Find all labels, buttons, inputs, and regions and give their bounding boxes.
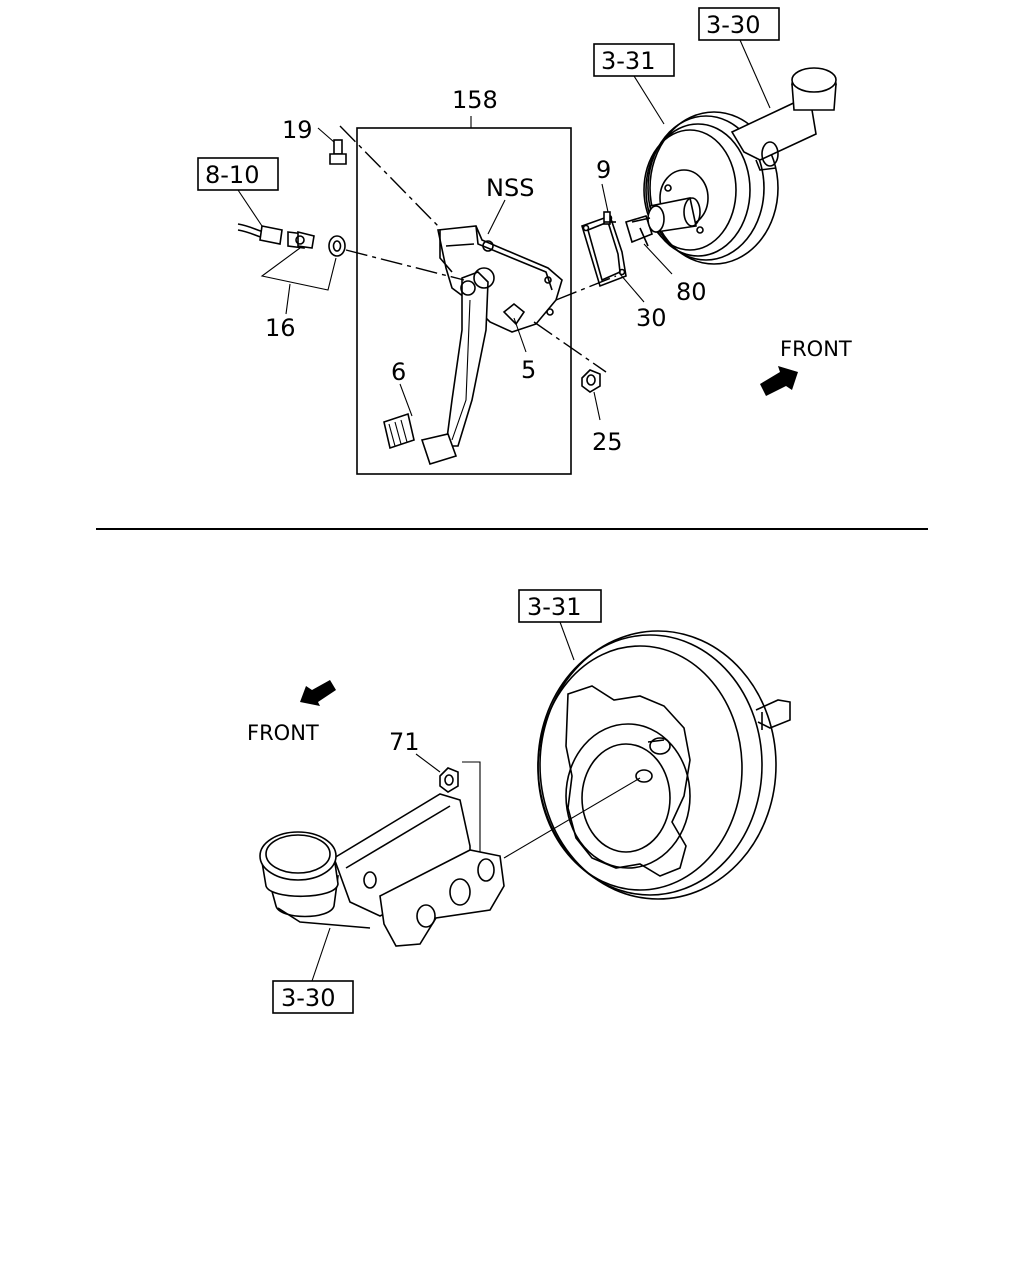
callout-30: 30 xyxy=(636,304,667,332)
callout-25: 25 xyxy=(592,428,623,456)
brake-pedal-arm xyxy=(445,267,495,447)
ref-box-top-3-30 xyxy=(698,7,780,41)
front-label-bottom: FRONT xyxy=(247,721,319,745)
ref-label-top-8-10: 8-10 xyxy=(205,161,259,189)
front-arrow-bottom-icon xyxy=(300,680,336,706)
callout-16: 16 xyxy=(265,314,296,342)
ref-label-top-3-31: 3-31 xyxy=(601,47,655,75)
switch-grommet xyxy=(328,235,346,257)
ref-label-top-3-30: 3-30 xyxy=(706,11,760,39)
front-arrow-top-icon xyxy=(760,366,798,396)
ref-box-top-3-31 xyxy=(593,43,675,77)
stopper-part xyxy=(502,302,526,326)
callout-19: 19 xyxy=(282,116,313,144)
callout-71: 71 xyxy=(389,728,420,756)
ref-label-bottom-3-30: 3-30 xyxy=(281,984,335,1012)
ref-label-bottom-3-31: 3-31 xyxy=(527,593,581,621)
pedal-assembly-frame xyxy=(356,127,572,475)
front-label-top: FRONT xyxy=(780,337,852,361)
pedal-foot xyxy=(420,433,458,465)
bolt-19 xyxy=(329,139,347,165)
ref-box-top-8-10 xyxy=(197,157,279,191)
master-cylinder-bottom xyxy=(259,793,505,947)
nut-25 xyxy=(581,369,601,393)
switch-harness xyxy=(237,223,283,245)
callout-nss: NSS xyxy=(486,174,534,202)
nut-71 xyxy=(439,767,459,793)
callout-158: 158 xyxy=(452,86,498,114)
clevis-pin-9 xyxy=(603,211,616,225)
ref-box-bottom-3-30 xyxy=(272,980,354,1014)
gasket-30 xyxy=(581,214,627,288)
brake-booster-bottom xyxy=(537,630,791,900)
pedal-bracket xyxy=(437,225,563,333)
pedal-pad-rubber xyxy=(383,412,415,450)
callout-5: 5 xyxy=(521,356,536,384)
callout-80: 80 xyxy=(676,278,707,306)
callout-6: 6 xyxy=(391,358,406,386)
callout-9: 9 xyxy=(596,156,611,184)
master-cylinder-top xyxy=(730,67,837,171)
stop-lamp-switch xyxy=(287,230,315,249)
